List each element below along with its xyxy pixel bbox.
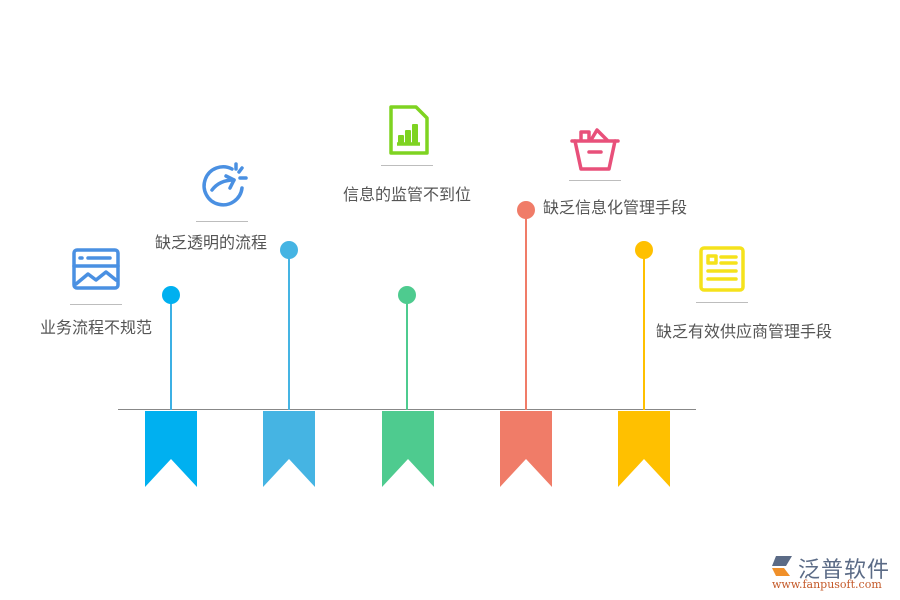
divider-3 — [381, 165, 433, 166]
flag-2 — [263, 411, 315, 487]
browser-image-icon — [70, 244, 122, 296]
logo-title: 泛普软件 — [798, 558, 891, 583]
pin-dot-4 — [517, 201, 535, 219]
brand-logo: 泛普软件 www.fanpusoft.com — [768, 552, 894, 596]
item-label-1: 业务流程不规范 — [40, 318, 153, 337]
pin-dot-3 — [398, 286, 416, 304]
stem-4 — [525, 210, 527, 410]
article-icon — [696, 244, 748, 296]
divider-2 — [196, 221, 248, 222]
divider-4 — [569, 180, 621, 181]
item-label-2: 缺乏透明的流程 — [155, 233, 268, 252]
stem-1 — [170, 295, 172, 410]
flag-5 — [618, 411, 670, 487]
pin-dot-1 — [162, 286, 180, 304]
stem-3 — [406, 295, 408, 410]
item-label-4: 缺乏信息化管理手段 — [543, 198, 688, 217]
basket-icon — [569, 124, 621, 176]
pin-dot-5 — [635, 241, 653, 259]
logo-mark-icon — [770, 554, 796, 578]
stem-5 — [643, 250, 645, 410]
item-label-5: 缺乏有效供应商管理手段 — [656, 322, 833, 341]
divider-5 — [696, 302, 748, 303]
stem-2 — [288, 250, 290, 410]
pin-dot-2 — [280, 241, 298, 259]
document-chart-icon — [382, 104, 434, 156]
logo-url: www.fanpusoft.com — [772, 578, 882, 591]
flag-4 — [500, 411, 552, 487]
item-label-3: 信息的监管不到位 — [343, 185, 472, 204]
clock-arrow-icon — [198, 160, 250, 212]
flag-1 — [145, 411, 197, 487]
flag-3 — [382, 411, 434, 487]
divider-1 — [70, 304, 122, 305]
